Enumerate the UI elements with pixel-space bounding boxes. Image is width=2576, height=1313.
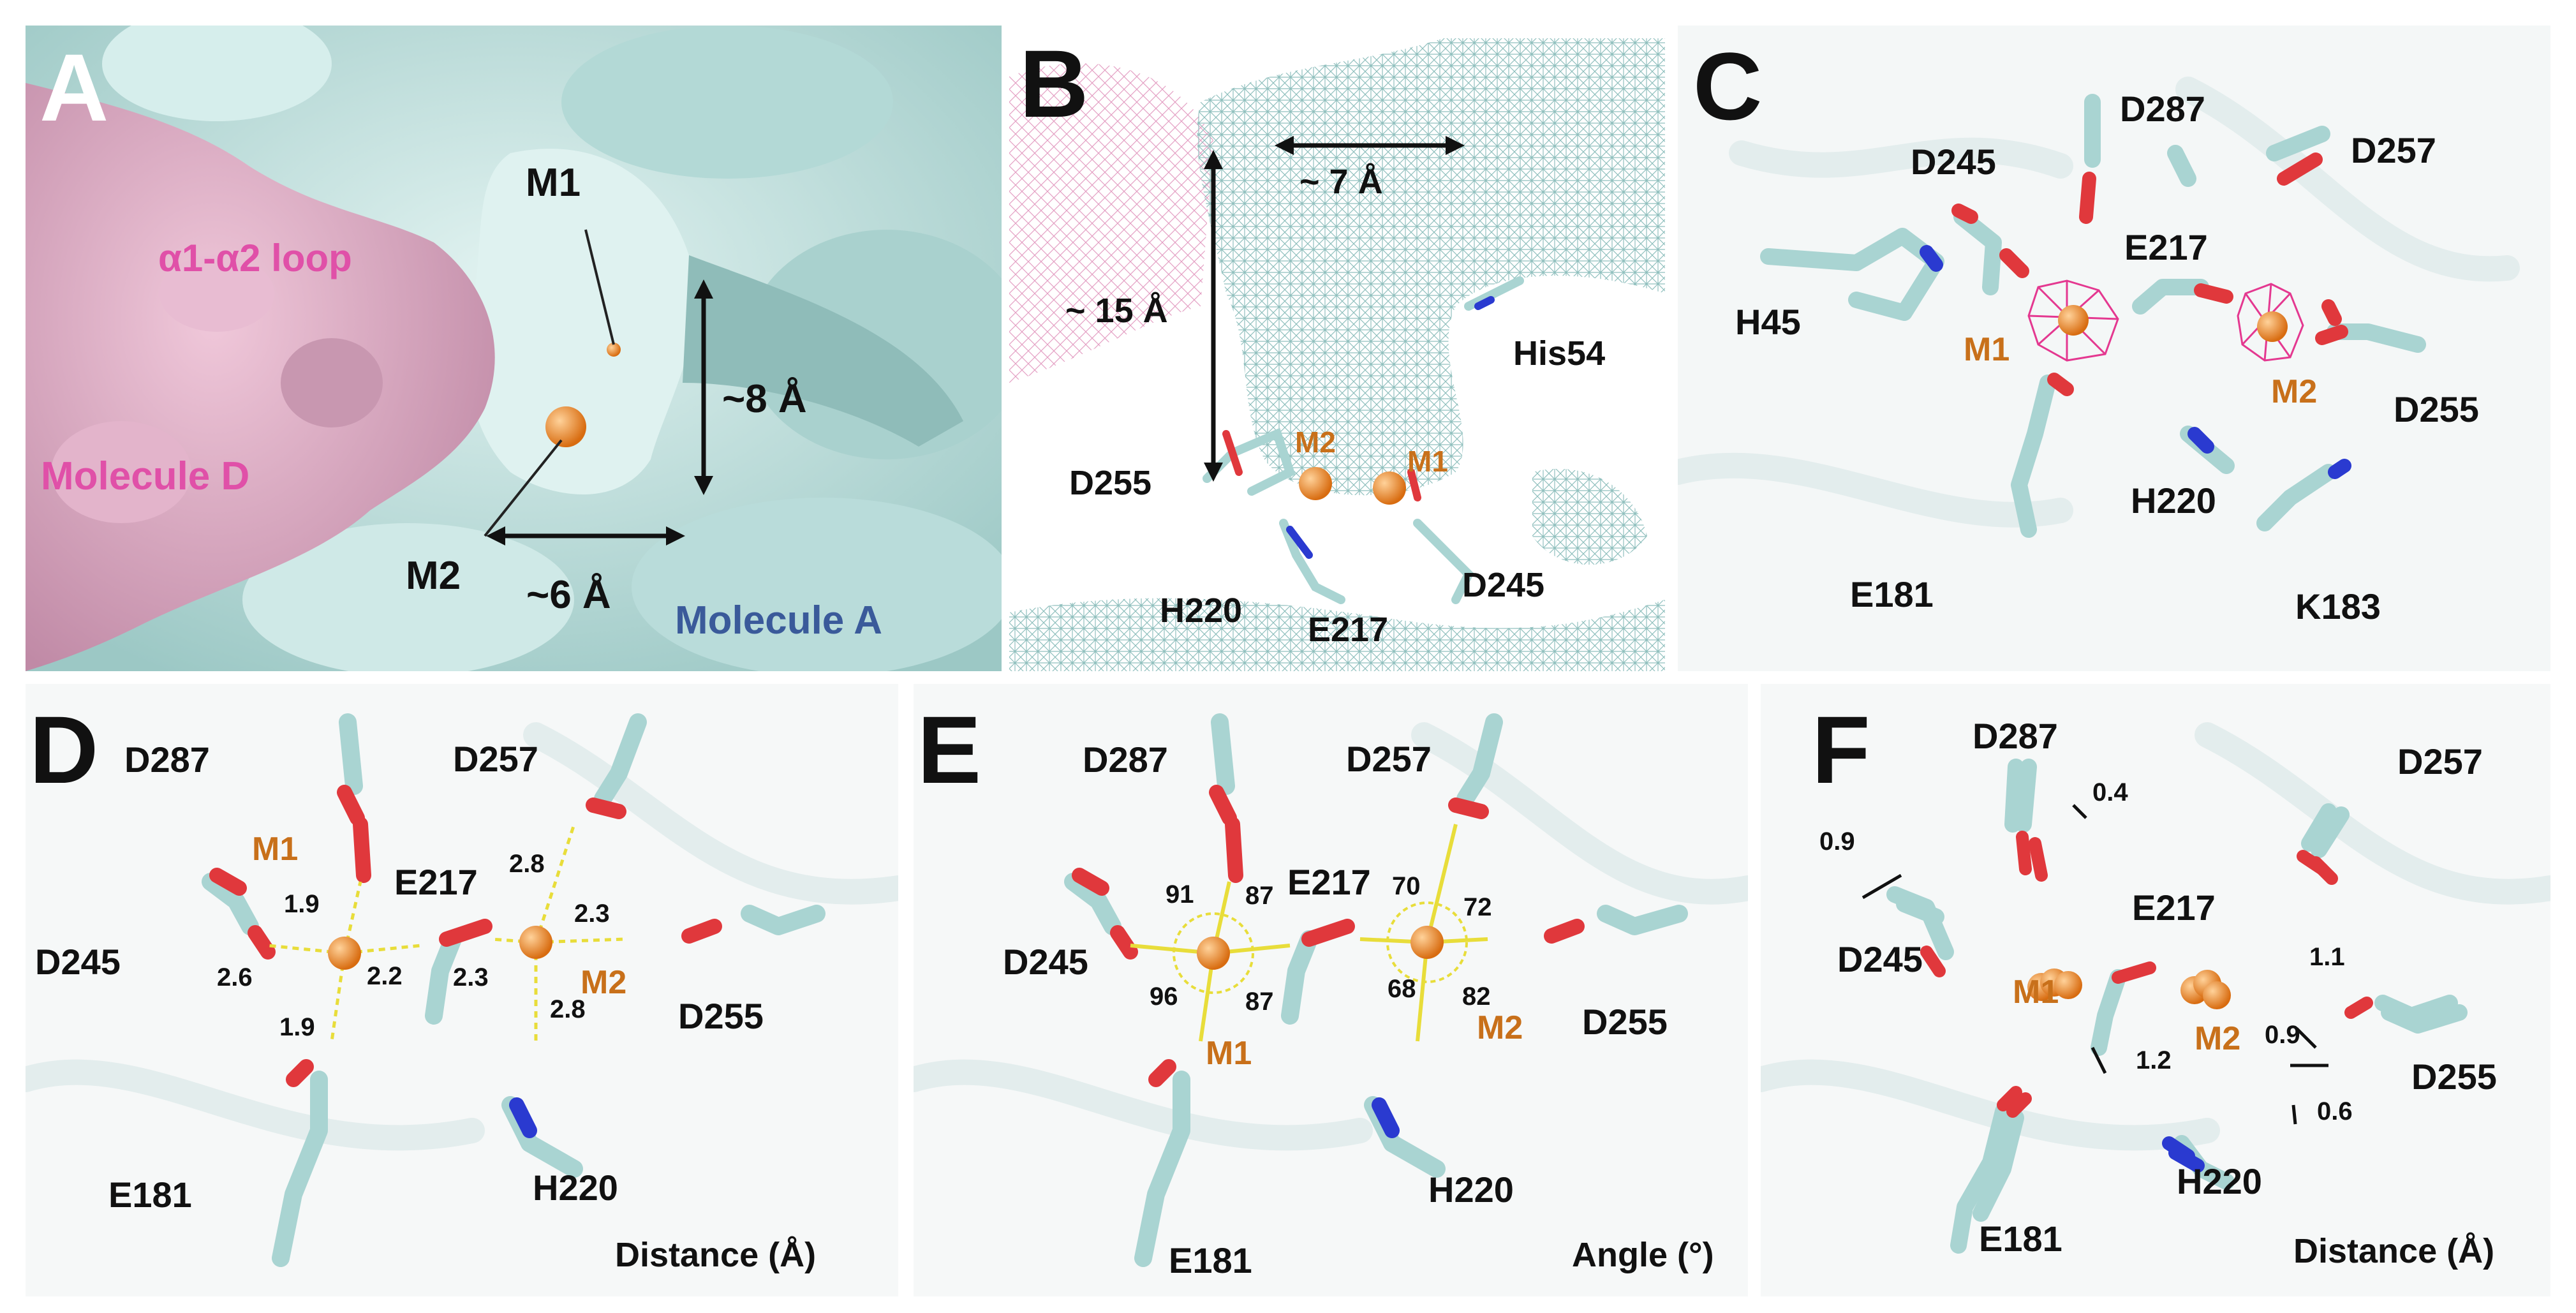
d245-label: D245 <box>1003 942 1088 982</box>
d257-label: D257 <box>453 739 538 779</box>
distance-15-label: ~ 15 Å <box>1065 292 1168 330</box>
h220-label: H220 <box>1160 591 1243 630</box>
panel-d-coordination-render <box>26 713 898 1267</box>
e181-label: E181 <box>1169 1240 1252 1280</box>
shift-value: 0.6 <box>2317 1097 2353 1125</box>
m1-label: M1 <box>526 161 581 205</box>
panel-c-label: C <box>1693 33 1763 140</box>
panel-b: B ~ 7 Å ~ 15 Å His54 M2 M1 D255 D245 H22… <box>1009 26 1665 671</box>
m2-label: M2 <box>2195 1020 2241 1057</box>
h220-label: H220 <box>2177 1161 2262 1201</box>
d255-label: D255 <box>2394 389 2479 429</box>
angle-value: 72 <box>1463 893 1492 921</box>
panel-b-label: B <box>1019 30 1089 137</box>
e217-label: E217 <box>2124 227 2208 267</box>
m1-label: M1 <box>1964 331 2010 368</box>
shift-value: 1.2 <box>2136 1046 2172 1074</box>
distance-value: 2.8 <box>509 850 545 878</box>
molecule-d-label: Molecule D <box>41 454 250 498</box>
shift-value: 0.9 <box>1819 827 1855 856</box>
k183-label: K183 <box>2295 586 2381 627</box>
e181-label: E181 <box>108 1175 192 1215</box>
m1-label: M1 <box>2013 974 2059 1011</box>
distance-value: 2.3 <box>453 963 489 991</box>
d245-label: D245 <box>1837 939 1923 979</box>
m2-label: M2 <box>406 554 461 598</box>
panel-f-superposition-render <box>1761 722 2550 1254</box>
m1-label: M1 <box>1407 445 1448 478</box>
panel-d-label: D <box>29 696 99 803</box>
distance-8-label: ~8 Å <box>722 377 807 421</box>
d287-label: D287 <box>1083 739 1168 780</box>
panel-a-surface-render <box>26 26 1002 671</box>
d257-label: D257 <box>2351 130 2436 170</box>
angle-value: 68 <box>1388 975 1416 1003</box>
panel-f: F D287 D257 E217 D245 M1 M2 D255 H220 E1… <box>1761 684 2550 1296</box>
m1-label: M1 <box>1206 1035 1252 1072</box>
shift-value: 1.1 <box>2309 943 2345 971</box>
angle-value: 96 <box>1150 983 1178 1011</box>
his54-label: His54 <box>1513 334 1606 373</box>
e217-label: E217 <box>1308 611 1389 649</box>
distance-caption: Distance (Å) <box>2293 1232 2495 1270</box>
d245-label: D245 <box>1911 142 1996 182</box>
angle-value: 87 <box>1245 882 1274 910</box>
e217-label: E217 <box>2132 887 2216 928</box>
distance-value: 2.8 <box>550 995 586 1023</box>
h45-label: H45 <box>1735 302 1801 342</box>
d245-label: D245 <box>1462 566 1545 604</box>
distance-value: 1.9 <box>279 1013 315 1041</box>
e181-label: E181 <box>1979 1219 2062 1259</box>
angle-value: 91 <box>1166 880 1194 909</box>
d255-label: D255 <box>1069 464 1152 502</box>
m2-label: M2 <box>1477 1009 1523 1046</box>
m1-label: M1 <box>252 831 299 868</box>
d255-label: D255 <box>1582 1002 1668 1042</box>
panel-f-label: F <box>1812 696 1870 803</box>
angle-value: 70 <box>1392 872 1421 900</box>
panel-c: C D287 D257 D245 E217 H45 M1 M2 D255 H22… <box>1678 26 2550 671</box>
h220-label: H220 <box>1428 1169 1514 1210</box>
angle-value: 82 <box>1462 983 1491 1011</box>
angle-caption: Angle (°) <box>1572 1236 1714 1274</box>
panel-e-label: E <box>917 696 982 803</box>
panel-e-angle-render <box>914 713 1748 1267</box>
distance-value: 1.9 <box>284 890 320 918</box>
d255-label: D255 <box>678 996 764 1036</box>
d287-label: D287 <box>124 739 210 780</box>
e217-label: E217 <box>1287 862 1371 902</box>
shift-value: 0.9 <box>2265 1021 2300 1049</box>
m2-label: M2 <box>2271 373 2318 410</box>
d257-label: D257 <box>2397 741 2483 782</box>
panel-c-stick-render <box>1678 77 2520 538</box>
panel-a: A M1 α1-α2 loop ~8 Å Molecule D M2 ~6 Å … <box>26 26 1002 671</box>
angle-value: 87 <box>1245 988 1274 1016</box>
molecule-a-label: Molecule A <box>675 598 882 642</box>
m2-label: M2 <box>1295 426 1336 459</box>
h220-label: H220 <box>533 1168 618 1208</box>
e181-label: E181 <box>1850 574 1934 614</box>
distance-value: 2.6 <box>217 963 253 991</box>
panel-b-mesh-render <box>1009 26 1665 671</box>
panel-a-label: A <box>40 34 109 141</box>
loop-label: α1-α2 loop <box>158 237 352 279</box>
distance-value: 2.3 <box>574 900 610 928</box>
d287-label: D287 <box>2120 89 2205 129</box>
d257-label: D257 <box>1346 739 1432 779</box>
e217-label: E217 <box>394 862 478 902</box>
h220-label: H220 <box>2131 480 2216 521</box>
shift-value: 0.4 <box>2092 778 2128 806</box>
distance-7-label: ~ 7 Å <box>1299 163 1383 201</box>
distance-6-label: ~6 Å <box>526 573 611 617</box>
panel-d: D D287 D257 M1 E217 D245 M2 D255 E181 H2… <box>26 684 898 1296</box>
panel-e: E D287 D257 E217 D245 M1 M2 D255 E181 H2… <box>914 684 1748 1296</box>
d255-label: D255 <box>2411 1057 2497 1097</box>
distance-caption: Distance (Å) <box>615 1236 817 1274</box>
m2-label: M2 <box>581 964 627 1001</box>
d287-label: D287 <box>1973 716 2058 756</box>
d245-label: D245 <box>35 942 121 982</box>
distance-value: 2.2 <box>367 962 403 990</box>
